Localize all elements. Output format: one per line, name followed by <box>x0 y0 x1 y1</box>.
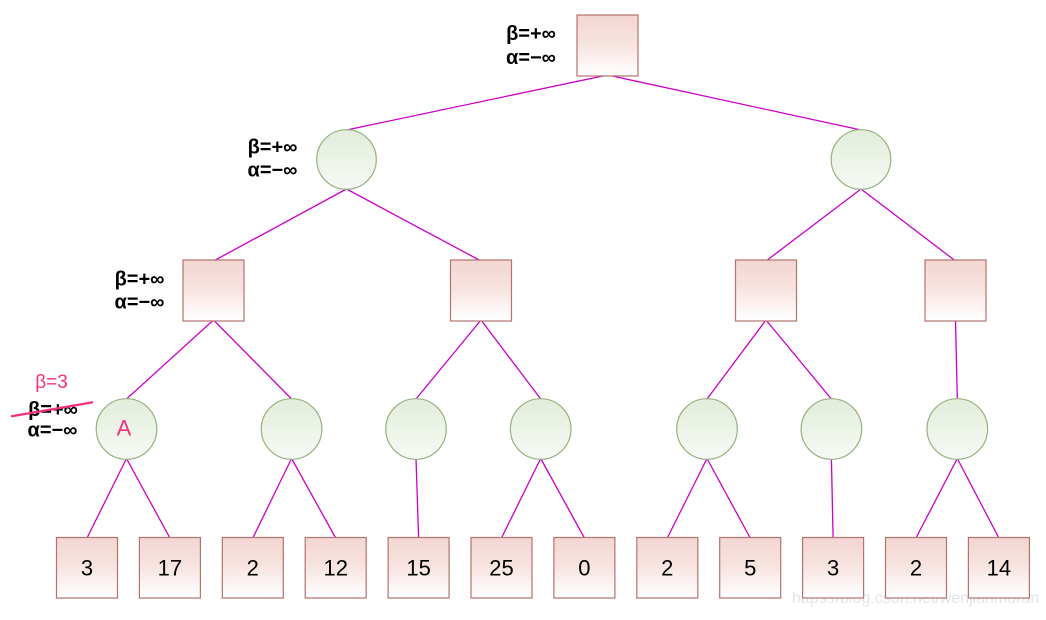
svg-text:2: 2 <box>661 556 673 581</box>
svg-text:2: 2 <box>910 556 922 581</box>
svg-text:α=−∞: α=−∞ <box>506 47 556 69</box>
svg-text:α=−∞: α=−∞ <box>28 420 78 442</box>
svg-text:3: 3 <box>827 556 839 581</box>
svg-text:2: 2 <box>247 556 259 581</box>
svg-text:β=+∞: β=+∞ <box>248 137 298 159</box>
svg-text:12: 12 <box>323 556 347 581</box>
svg-text:β=+∞: β=+∞ <box>115 269 165 291</box>
svg-text:A: A <box>117 416 132 441</box>
svg-text:β=+∞: β=+∞ <box>506 23 556 45</box>
svg-text:15: 15 <box>406 556 430 581</box>
svg-text:α=−∞: α=−∞ <box>115 292 165 314</box>
svg-text:17: 17 <box>158 556 182 581</box>
svg-text:α=−∞: α=−∞ <box>248 160 298 182</box>
svg-text:0: 0 <box>578 556 590 581</box>
svg-text:β=3: β=3 <box>35 372 68 393</box>
svg-text:5: 5 <box>744 556 756 581</box>
svg-text:25: 25 <box>489 556 513 581</box>
svg-text:3: 3 <box>81 556 93 581</box>
svg-text:14: 14 <box>987 556 1011 581</box>
